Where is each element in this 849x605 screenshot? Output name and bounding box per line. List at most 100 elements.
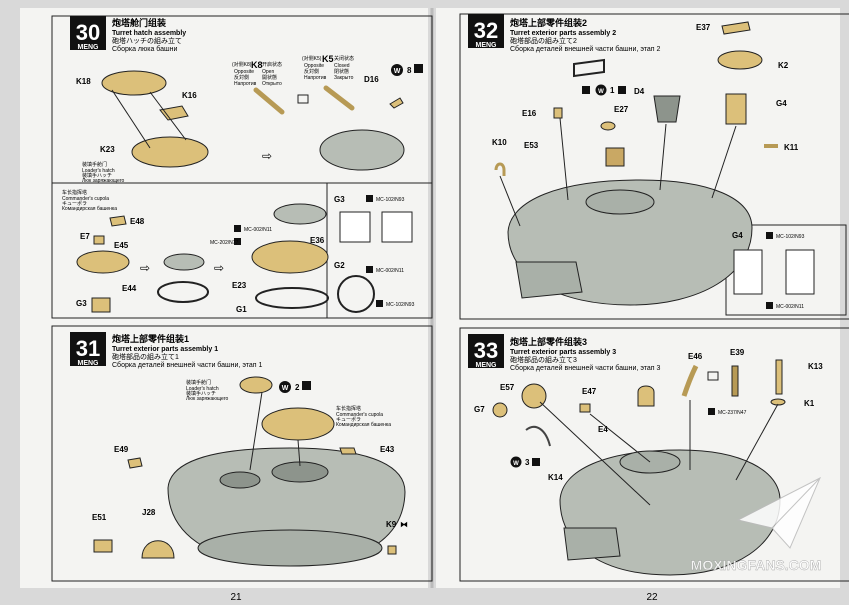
panel-32-frame [459, 13, 849, 320]
label-d4: D4 [634, 87, 645, 96]
next-arrow-icon: ⇨ [214, 261, 224, 275]
loader-hatch-en: Loader's hatch [186, 386, 219, 392]
part-k5-piston [323, 85, 355, 111]
paint-mc102-n93: MC-102/N93 [376, 197, 405, 203]
label-k13: K13 [808, 362, 823, 371]
panel-31-frame [51, 325, 433, 582]
loader-hatch-part [239, 376, 273, 394]
turret-mantlet [563, 527, 621, 561]
repeat-count-3: 3 [525, 458, 530, 467]
loader-hatch-ru: Люк заряжающего [186, 396, 229, 402]
k5-opposite-jp: 反対側 [304, 68, 319, 75]
step-31-brand: MENG [78, 360, 100, 367]
step-33-title-cn: 炮塔上部零件组装3 [510, 336, 587, 347]
part-g4 [725, 93, 747, 125]
part-e43 [339, 447, 357, 455]
label-e16: E16 [522, 109, 537, 118]
assembly-line [249, 391, 263, 471]
next-arrow-icon: ⇨ [140, 261, 150, 275]
part-g1-ring [255, 287, 329, 309]
label-e37: E37 [696, 23, 711, 32]
paint-mc237-n47: MC-237/N47 [718, 410, 747, 416]
part-g4-detail [733, 249, 763, 295]
part-k14-chain [525, 425, 551, 447]
part-e7 [93, 235, 105, 245]
glue-w-icon: W [282, 385, 289, 392]
part-e46 [681, 364, 699, 397]
part-k16-handle [159, 105, 189, 121]
part-k9 [387, 545, 397, 555]
turret-hatch-hole [219, 471, 261, 489]
label-k23: K23 [100, 145, 115, 154]
step-31-number: 31 [76, 336, 100, 361]
part-k8-piston [253, 87, 285, 115]
cupola-assembled [261, 407, 335, 441]
cupola-ru: Командирская башенка [336, 422, 391, 428]
cement-icon [582, 86, 590, 94]
label-k2: K2 [778, 61, 789, 70]
label-k5: K5 [322, 54, 334, 64]
part-k13 [775, 359, 783, 395]
step-32-badge [468, 14, 504, 48]
cupola-cn: 车长指挥塔 [62, 189, 87, 196]
cupola-cn: 车长指挥塔 [336, 405, 361, 412]
inset-label-g4: G4 [732, 231, 743, 240]
paint-mc002-n11: MC-002/N11 [776, 304, 804, 310]
step-31-title-en: Turret exterior parts assembly 1 [112, 346, 218, 353]
assembly-line [149, 91, 187, 141]
step-33-brand: MENG [476, 362, 498, 369]
panel-33-frame [459, 327, 849, 582]
step-30-title-en: Turret hatch assembly [112, 30, 186, 37]
step-33-title-ru: Сборка деталей внешней части башни, этап… [510, 364, 661, 372]
cupola-ring [157, 281, 209, 303]
glue-w-icon: W [394, 68, 401, 75]
part-e45-base [76, 250, 130, 274]
turret-ring [197, 529, 383, 567]
cupola-top [163, 253, 205, 271]
label-e45: E45 [114, 241, 129, 250]
label-e36: E36 [310, 236, 325, 245]
part-e48 [109, 215, 127, 227]
turret-cupola [585, 189, 655, 215]
inset-label-g3: G3 [334, 195, 345, 204]
part-e39 [731, 365, 739, 397]
watermark-text: MOXINGFANS.COM [691, 557, 822, 573]
step-32-header: 32 MENG 炮塔上部零件组装2 Turret exterior parts … [468, 14, 661, 53]
k8-opposite-en: Opposite [234, 69, 254, 75]
step-30-number: 30 [76, 20, 100, 45]
step-31-badge [70, 332, 106, 366]
paper-plane-icon [736, 476, 822, 549]
k8-open-en: Open [262, 69, 274, 75]
label-e47: E47 [582, 387, 597, 396]
loader-hatch-jp: 装填手ハッチ [82, 172, 112, 179]
loader-hatch-cn: 装填手舱门 [186, 379, 211, 386]
repeat-count-2: 2 [295, 383, 300, 392]
step-33-header: 33 MENG 炮塔上部零件组装3 Turret exterior parts … [468, 334, 661, 372]
cement-icon [532, 458, 540, 466]
assembly-line [735, 403, 779, 481]
k8-opposite-jp: 反対側 [234, 74, 249, 81]
glue-icon [279, 381, 291, 393]
paint-swatch-icon [234, 225, 241, 232]
k8-opposite-ru: Напротив [234, 81, 257, 87]
part-e37 [721, 21, 751, 35]
step-33-title-en: Turret exterior parts assembly 3 [510, 349, 616, 356]
step-32-title-ru: Сборка деталей внешней части башни, этап… [510, 45, 661, 53]
part-d4-periscope [653, 95, 681, 123]
step-32-title-en: Turret exterior parts assembly 2 [510, 30, 616, 37]
part-vision-block [605, 147, 625, 167]
cupola-top-exploded [273, 203, 327, 225]
label-k9: K9 [386, 520, 397, 529]
assembly-line [111, 89, 151, 149]
next-arrow-icon: ⇨ [262, 149, 272, 163]
k5-closed-cn: 关闭状态 [334, 55, 354, 62]
label-e23: E23 [232, 281, 247, 290]
paint-swatch-icon [366, 195, 373, 202]
assembly-line [711, 125, 737, 199]
label-e46: E46 [688, 352, 703, 361]
hatch-assembled [319, 129, 405, 171]
paint-swatch-icon [766, 232, 773, 239]
step-30-title-ru: Сборка люка башни [112, 45, 178, 53]
part-g4-detail [785, 249, 815, 295]
step-33-number: 33 [474, 338, 498, 363]
